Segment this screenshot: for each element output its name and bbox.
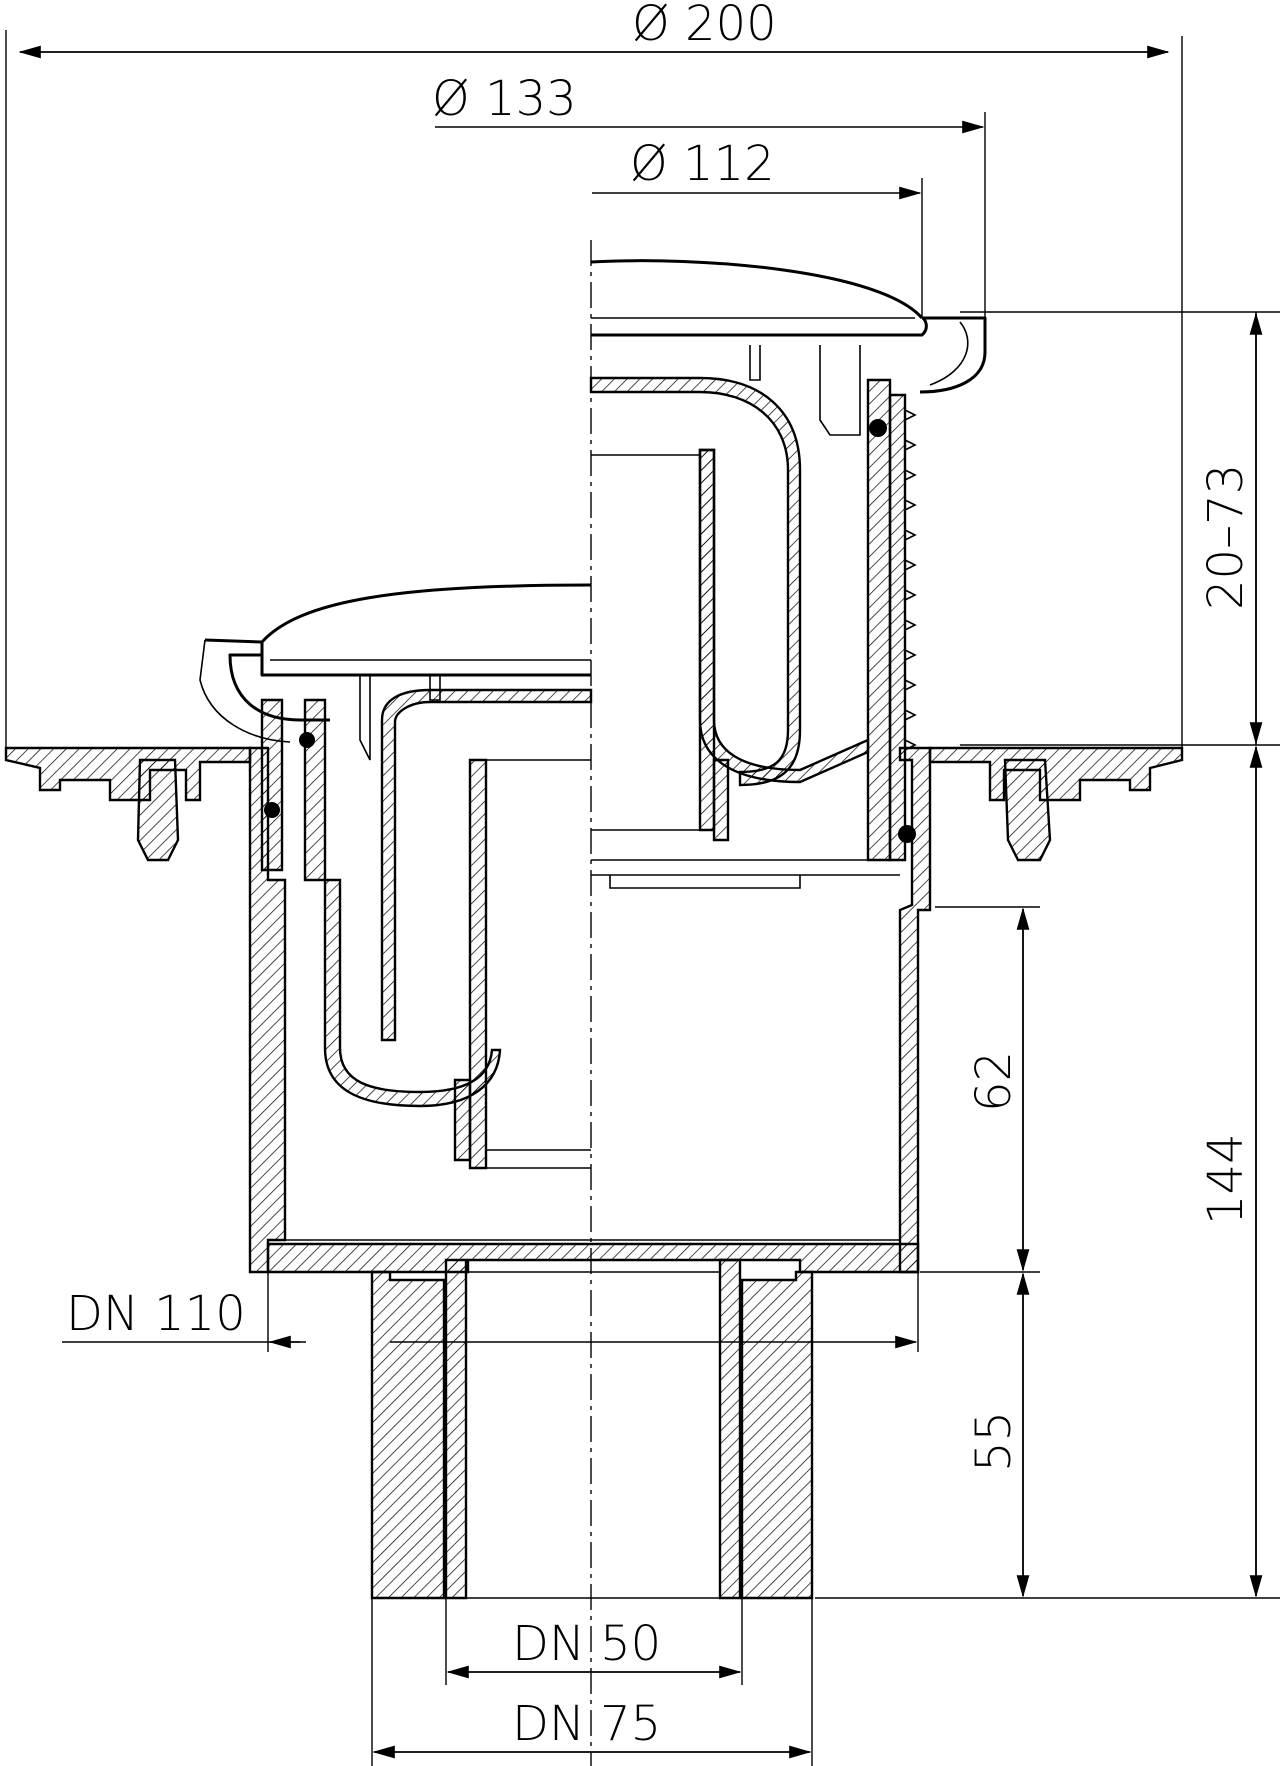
dimensions (5, 30, 1280, 1766)
label-height-55: 55 (966, 1411, 1022, 1472)
dim-dn75 (371, 1598, 813, 1766)
dim-diameter-112 (592, 178, 923, 318)
dim-height-55 (815, 1272, 1280, 1599)
right-half-assembly (589, 259, 987, 889)
label-height-adjust: 20–73 (1198, 464, 1254, 610)
outlet-pipe (370, 1258, 814, 1600)
seal-right-lower (898, 825, 916, 843)
label-height-144: 144 (1198, 1133, 1254, 1225)
dimension-labels: Ø 200 Ø 133 Ø 112 20–73 62 144 55 DN 110… (66, 0, 1254, 1752)
floor-flange (4, 746, 1184, 862)
label-dia-112: Ø 112 (630, 136, 775, 192)
seal-right-upper (869, 419, 887, 437)
label-height-62: 62 (966, 1051, 1022, 1112)
adjustable-ribs (904, 409, 917, 751)
label-dn50: DN 50 (512, 1616, 661, 1672)
seal-left-upper (299, 732, 315, 748)
dim-dn50 (445, 1598, 743, 1685)
dim-dn110 (62, 1252, 919, 1352)
label-dia-200: Ø 200 (632, 0, 777, 52)
dim-diameter-200 (5, 30, 1183, 748)
label-dn110: DN 110 (66, 1286, 246, 1342)
left-half-assembly (199, 583, 593, 1170)
seal-left-lower (264, 802, 280, 818)
drain-body (248, 746, 932, 1274)
label-dia-133: Ø 133 (432, 71, 577, 127)
dim-height-62 (920, 906, 1040, 1273)
label-dn75: DN 75 (512, 1696, 661, 1752)
dim-height-adjust (960, 311, 1280, 746)
